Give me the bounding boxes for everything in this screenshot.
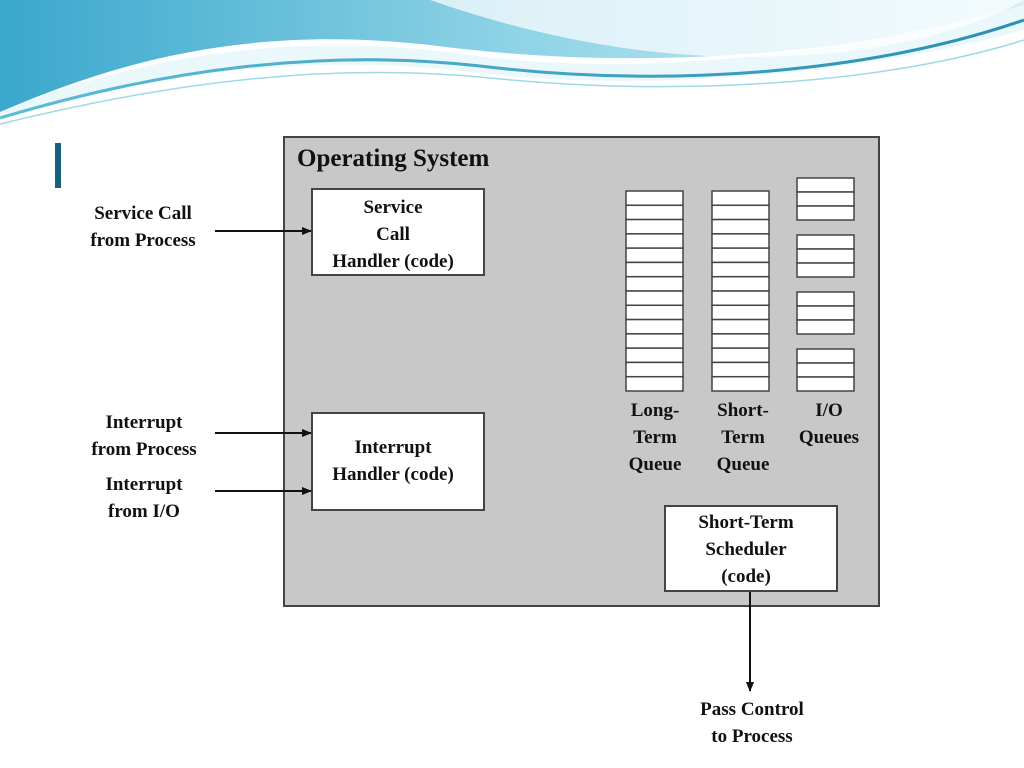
queue-slot	[796, 248, 855, 264]
queue-slot	[796, 191, 855, 207]
queue-slot	[711, 204, 770, 221]
queue-slot	[711, 290, 770, 307]
queue-slot	[625, 361, 684, 378]
queue-slot	[711, 347, 770, 364]
io-queue-1-slots	[796, 177, 855, 221]
queue-slot	[625, 347, 684, 364]
queue-slot	[796, 205, 855, 221]
queue-slot	[796, 376, 855, 392]
queue-slot	[796, 291, 855, 307]
queue-slot	[625, 233, 684, 249]
queue-slot	[796, 362, 855, 378]
queue-slot	[625, 275, 684, 292]
long-term-queue-slots	[625, 190, 684, 392]
queue-slot	[625, 304, 684, 321]
queue-slot	[796, 234, 855, 250]
io-queue-3-slots	[796, 291, 855, 335]
queue-slot	[796, 262, 855, 278]
queue-slot	[625, 261, 684, 278]
queue-slot	[625, 333, 684, 349]
wave-banner	[0, 0, 1024, 125]
queue-slot	[625, 290, 684, 307]
queue-slot	[711, 247, 770, 264]
slide-title-fragment	[55, 143, 61, 188]
operating-system-title: Operating System	[297, 145, 490, 172]
short-term-scheduler-box	[664, 505, 838, 592]
queue-slot	[711, 233, 770, 249]
queue-slot	[625, 190, 684, 207]
io-queue-2-slots	[796, 234, 855, 278]
service-call-handler-box	[311, 188, 485, 276]
queue-slot	[711, 333, 770, 349]
queue-slot	[711, 261, 770, 278]
io-queue-4-slots	[796, 348, 855, 392]
queue-slot	[796, 348, 855, 364]
queue-slot	[711, 218, 770, 235]
queue-slot	[625, 318, 684, 335]
queue-slot	[625, 247, 684, 264]
queue-slot	[625, 204, 684, 221]
short-term-queue-slots	[711, 190, 770, 392]
queue-slot	[625, 375, 684, 392]
queue-slot	[796, 177, 855, 193]
queue-slot	[711, 304, 770, 321]
queue-slot	[711, 361, 770, 378]
queue-slot	[796, 305, 855, 321]
interrupt-handler-box	[311, 412, 485, 511]
queue-slot	[796, 319, 855, 335]
queue-slot	[711, 190, 770, 207]
queue-slot	[711, 275, 770, 292]
queue-slot	[625, 218, 684, 235]
queue-slot	[711, 318, 770, 335]
queue-slot	[711, 375, 770, 392]
